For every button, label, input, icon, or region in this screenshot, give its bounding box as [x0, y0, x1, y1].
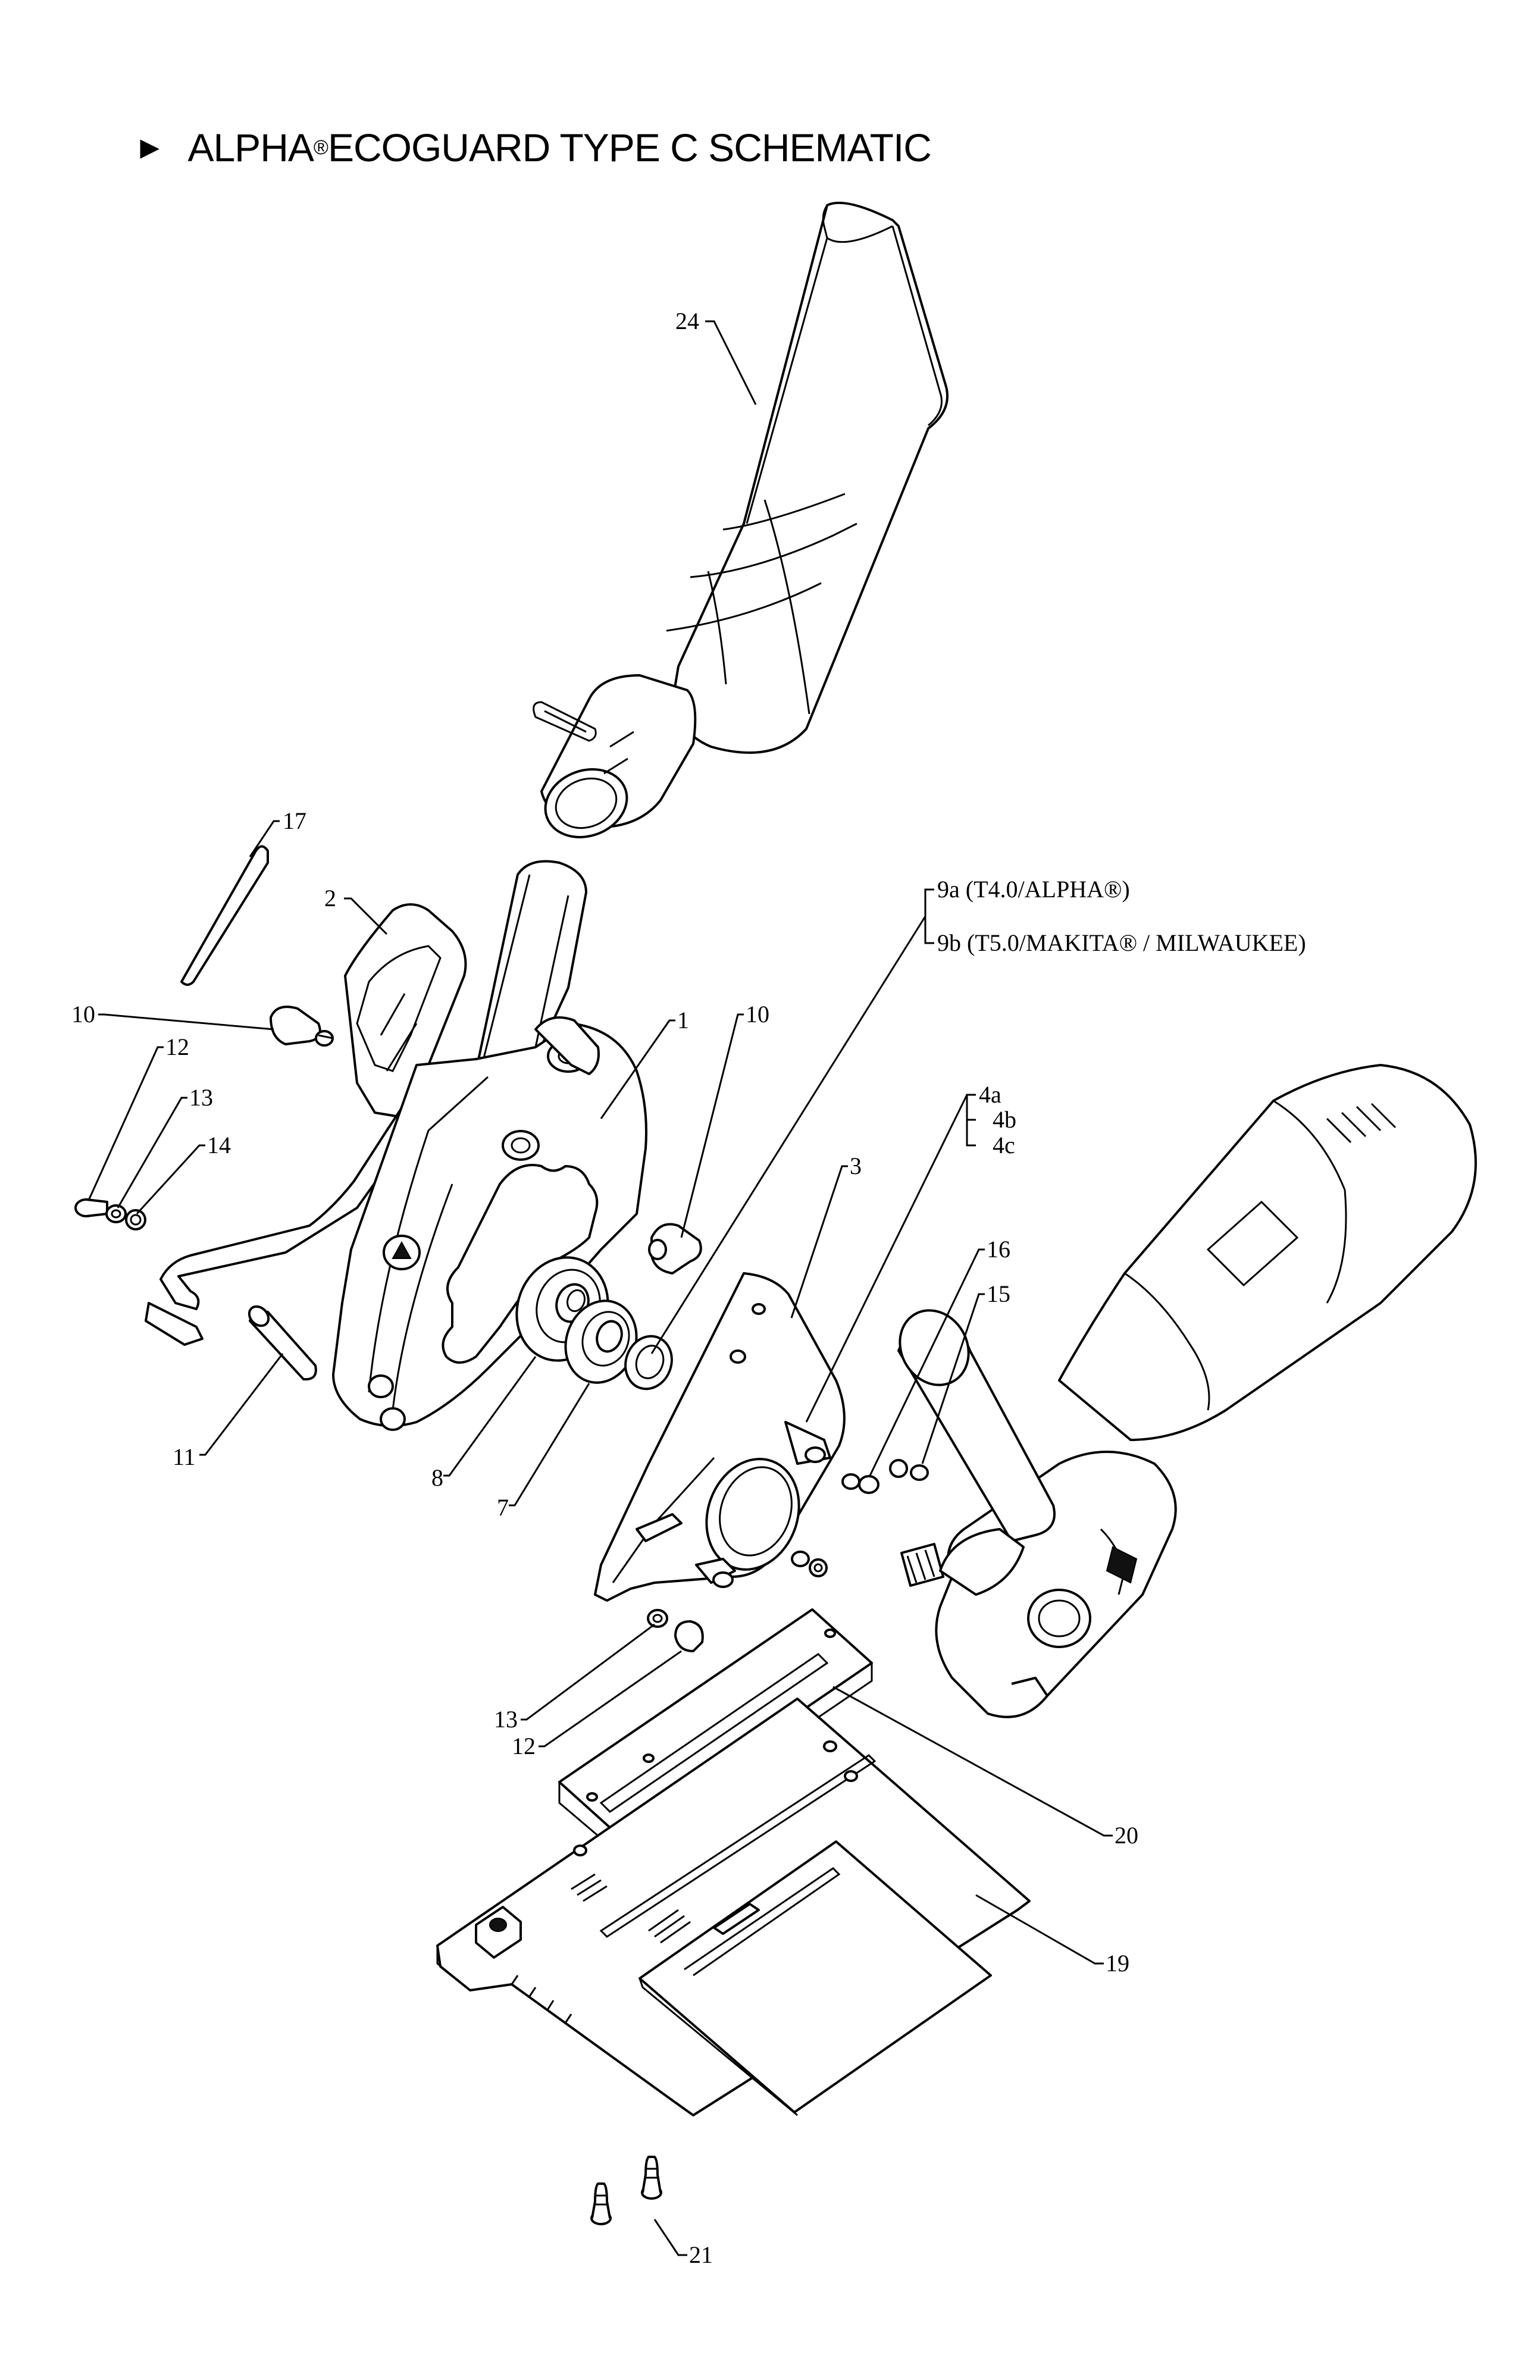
part-21-screws: [590, 2156, 662, 2225]
title-registered-mark: ®: [313, 136, 328, 159]
callout-7: 7: [497, 1494, 509, 1521]
part-10-knob-right: [648, 1223, 702, 1274]
part-1-main-housing: [332, 860, 647, 1431]
callout-2: 2: [324, 885, 336, 912]
part-16-washer: [841, 1473, 879, 1494]
callout-9a: 9a (T4.0/ALPHA®): [937, 876, 1130, 903]
triangle-bullet-icon: ►: [134, 130, 165, 165]
callout-21: 21: [689, 2241, 713, 2268]
page-title: ► ALPHA® ECOGUARD TYPE C SCHEMATIC: [134, 125, 932, 170]
part-13-12-screw-lower: [647, 1609, 704, 1652]
part-12-13-14-screw-stack-left: [74, 1198, 146, 1230]
part-10-knob-left: [270, 1006, 334, 1047]
leader-lines: [88, 320, 1113, 2256]
callout-16: 16: [987, 1236, 1010, 1263]
callout-4c: 4c: [993, 1132, 1015, 1158]
part-2-guard-cover: [145, 903, 467, 1346]
callout-4a: 4a: [979, 1081, 1001, 1108]
part-19-base-plate: [436, 1698, 1031, 2116]
callout-19: 19: [1106, 1950, 1129, 1977]
part-11-pin: [248, 1305, 317, 1381]
callout-labels: 24 17 2 10 1 10 12 13 14 11 8 7 3 9a (T4…: [71, 308, 1306, 2268]
callout-12-left: 12: [165, 1034, 189, 1060]
angle-grinder: [897, 1064, 1477, 1718]
title-brand: ALPHA: [187, 126, 314, 170]
callout-10-right: 10: [746, 1001, 769, 1028]
callout-8: 8: [431, 1464, 443, 1491]
callout-17: 17: [283, 807, 306, 834]
part-9-spacer-ring: [624, 1335, 673, 1391]
part-15-nut: [889, 1459, 929, 1481]
callout-13-lower: 13: [494, 1706, 518, 1733]
callout-11: 11: [173, 1443, 196, 1470]
callout-9b: 9b (T5.0/MAKITA® / MILWAUKEE): [937, 929, 1306, 956]
part-3-rear-plate: [594, 1272, 846, 1602]
callout-13-left: 13: [189, 1084, 213, 1111]
callout-1: 1: [677, 1007, 689, 1034]
callout-12-lower: 12: [512, 1733, 536, 1759]
washer-pair-lower: [791, 1551, 828, 1577]
part-24-dust-hose: [533, 201, 949, 838]
callout-20: 20: [1115, 1822, 1138, 1849]
callout-4b: 4b: [993, 1106, 1016, 1133]
title-text: ECOGUARD TYPE C SCHEMATIC: [327, 126, 932, 170]
callout-3: 3: [850, 1153, 862, 1179]
callout-14: 14: [207, 1132, 231, 1158]
part-7-outer-flange: [564, 1299, 638, 1384]
callout-24: 24: [675, 308, 699, 334]
callout-15: 15: [987, 1280, 1010, 1307]
callout-10-left: 10: [71, 1001, 95, 1028]
part-17-decal: [180, 845, 269, 986]
